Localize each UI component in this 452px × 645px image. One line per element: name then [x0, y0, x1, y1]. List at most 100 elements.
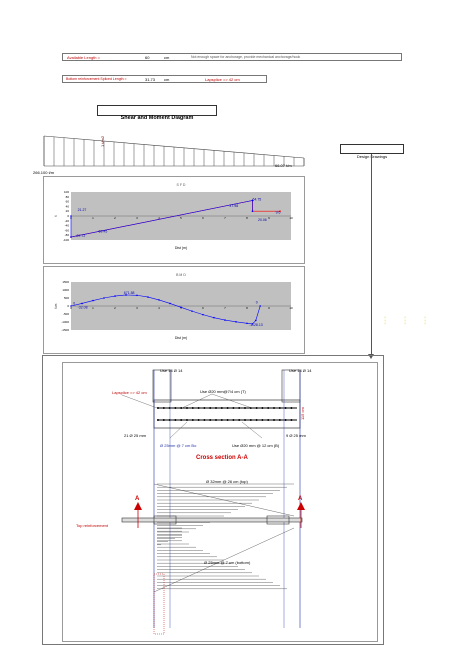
- top-rebar: [180, 407, 183, 409]
- top-rebar: [238, 407, 241, 409]
- bottom-rebar: [209, 419, 212, 421]
- bmd-chart: B M D150010005000-500-1000-1500012345678…: [54, 273, 293, 340]
- x-axis-label: Dist (m): [175, 246, 187, 250]
- chart-title: S F D: [177, 183, 186, 187]
- data-point: [279, 210, 281, 212]
- right-bars-label: 9 Ø 25 mm: [286, 433, 306, 438]
- data-label: 9.6: [276, 211, 281, 215]
- y-tick-label: 40: [66, 204, 70, 208]
- x-axis-label: Dist (m): [175, 336, 187, 340]
- design-drawings-box: Design Drawings: [340, 144, 404, 159]
- y-tick-label: -40: [65, 224, 70, 228]
- stirrups-left-label: Ø 25mm @ 7 cm Bo: [160, 443, 197, 448]
- x-tick-label: 1: [92, 306, 94, 310]
- data-point: [147, 296, 149, 298]
- top-rebar: [162, 407, 165, 409]
- diagram-title: Shear and Moment Diagram: [120, 115, 194, 121]
- section-mark-left: A: [135, 496, 140, 502]
- y-tick-label: -1000: [61, 320, 69, 324]
- top-rebar: [261, 407, 264, 409]
- top-rebar: [215, 407, 217, 409]
- x-tick-label: 2: [114, 216, 116, 220]
- x-tick-label: 0: [70, 306, 72, 310]
- x-tick-label: 8: [246, 216, 248, 220]
- top-rebar: [226, 407, 229, 409]
- top-rebar: [197, 407, 200, 409]
- bottom-rebar: [186, 419, 188, 421]
- bottom-reinf-unit: cm: [164, 77, 170, 82]
- data-point: [158, 299, 160, 301]
- x-tick-label: 10: [289, 306, 293, 310]
- x-tick-label: 7: [224, 306, 226, 310]
- data-point: [191, 310, 193, 312]
- x-tick-label: 9: [268, 306, 270, 310]
- y-axis-label: t.m: [54, 303, 58, 308]
- data-point: [81, 302, 83, 305]
- data-point: [251, 199, 254, 202]
- bottom-rebar: [255, 419, 258, 421]
- plan-top-label: Ø 32mm @ 26 cm (top): [206, 479, 248, 484]
- available-length-value: 60: [145, 55, 150, 60]
- data-point: [251, 210, 254, 212]
- x-tick-label: 9: [268, 216, 270, 220]
- load-diagram: [43, 135, 305, 167]
- bottom-reinf-label: Bottom reinforcement Spliced Length =: [66, 77, 127, 81]
- data-point: [255, 319, 257, 322]
- y-tick-label: 60: [66, 200, 70, 204]
- y-tick-label: 1000: [62, 288, 69, 292]
- y-tick-label: -80: [65, 233, 70, 237]
- bottom-rebar: [273, 419, 275, 421]
- faint-note-line-2: ...: [397, 315, 409, 325]
- top-bars-label: Use Ø20 mm@7/4 cm (T): [200, 389, 246, 394]
- top-rebar: [284, 407, 287, 409]
- data-point: [103, 297, 105, 299]
- data-point: [70, 236, 72, 238]
- top-rebar: [278, 407, 281, 409]
- data-point: [70, 215, 72, 217]
- x-tick-label: 7: [224, 216, 226, 220]
- data-point: [136, 294, 138, 297]
- x-tick-label: 8: [246, 306, 248, 310]
- y-tick-label: 500: [64, 296, 69, 300]
- x-tick-label: 3: [136, 306, 138, 310]
- bottom-rebar: [261, 419, 264, 421]
- top-reinf-label: Top reinforcement: [76, 523, 109, 528]
- section-title: Cross section A-A: [196, 455, 248, 461]
- data-point: [92, 299, 94, 302]
- y-tick-label: 1500: [62, 280, 69, 284]
- x-tick-label: 6: [202, 216, 204, 220]
- available-length-label: Available Length =: [67, 55, 100, 60]
- data-point: [246, 322, 248, 325]
- top-rebar: [191, 407, 194, 409]
- stirrups-right-label: Use Ø20 mm @ 12 cm (B): [232, 443, 280, 448]
- bottom-rebar: [162, 419, 165, 421]
- y-tick-label: 80: [66, 195, 70, 199]
- data-point: [114, 295, 116, 297]
- data-point: [202, 313, 204, 316]
- top-rebar: [232, 407, 235, 409]
- chart-title: B M D: [176, 273, 186, 277]
- bottom-rebar: [238, 419, 241, 421]
- data-point: [251, 323, 254, 325]
- y-axis-label: t: [54, 215, 58, 216]
- lapsplice-text: Lapsplice => 42 cm: [205, 77, 240, 82]
- data-label: 21.27: [78, 208, 87, 212]
- data-point: [259, 305, 261, 307]
- data-label: -69.45: [97, 230, 107, 234]
- top-rebar: [267, 407, 270, 409]
- data-label: -1128.13: [249, 323, 263, 327]
- bottom-rebar: [191, 419, 194, 421]
- y-tick-label: -60: [65, 228, 70, 232]
- plan-diagonal: [153, 527, 295, 593]
- data-label: 0: [73, 301, 75, 305]
- series-line: [70, 200, 253, 238]
- top-rebar: [203, 407, 206, 409]
- faint-note-line-3: ...: [417, 315, 429, 325]
- available-length-row: Available Length = 60 cm Not enough spac…: [62, 53, 402, 61]
- load-left-value: 266.100 t/m: [33, 170, 55, 175]
- data-label: 20.06: [258, 218, 267, 222]
- x-tick-label: 4: [158, 306, 160, 310]
- x-tick-label: 5: [180, 216, 182, 220]
- y-tick-label: 0: [67, 304, 69, 308]
- data-point: [213, 316, 215, 319]
